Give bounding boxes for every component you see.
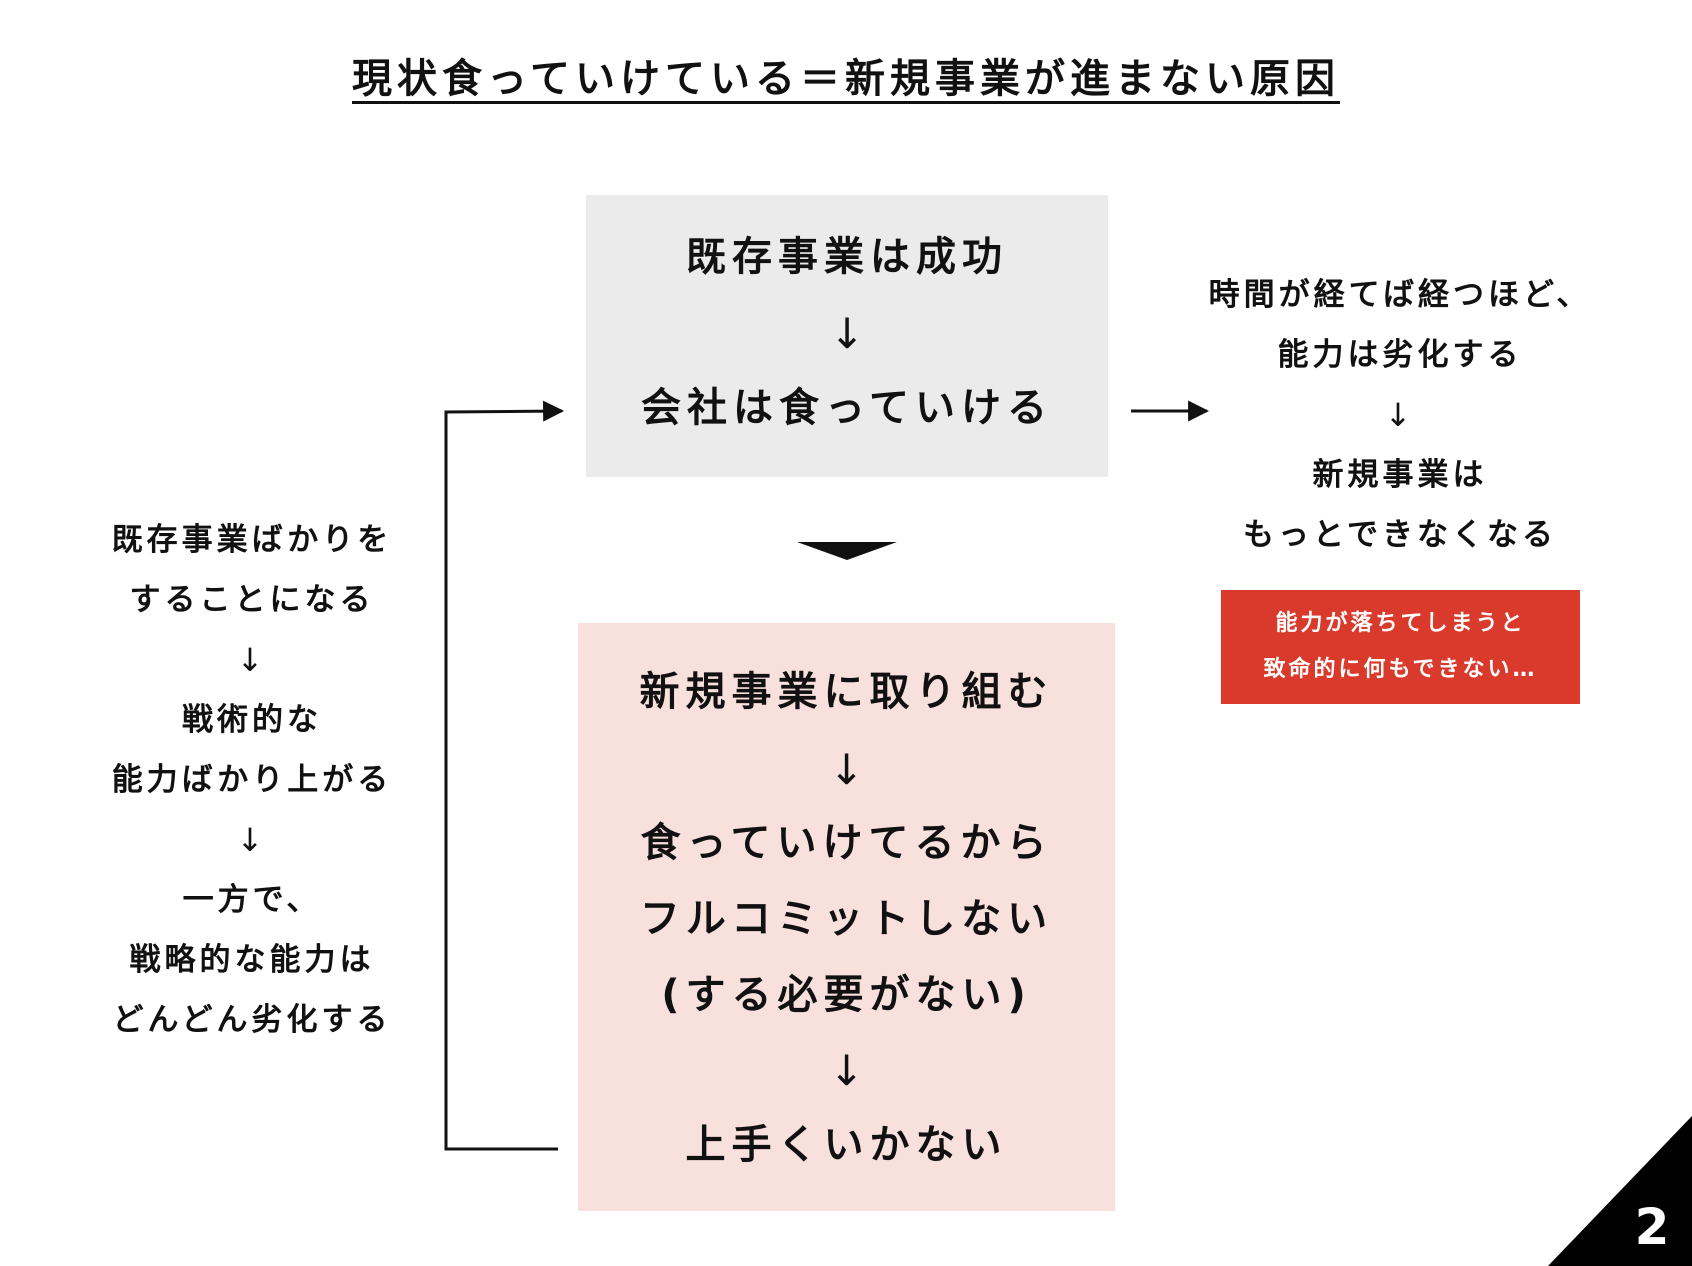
down-arrow-icon: ↓ xyxy=(828,745,865,794)
new-business-box-line-3: フルコミットしない xyxy=(639,896,1054,942)
new-business-box-line-5: 上手くいかない xyxy=(685,1122,1008,1168)
down-triangle-icon xyxy=(797,542,897,560)
feedback-loop-arrow xyxy=(444,400,565,1151)
left-explanation: 既存事業ばかりを することになる ↓ 戦術的な 能力ばかり上がる ↓ 一方で、 … xyxy=(52,510,452,1050)
down-arrow-icon: ↓ xyxy=(829,309,865,358)
down-arrow-icon: ↓ xyxy=(236,821,268,859)
page-number: 2 xyxy=(1634,1198,1670,1256)
left-text-line-3: 戦術的な xyxy=(182,702,322,738)
down-arrow-icon: ↓ xyxy=(1384,396,1416,434)
down-arrow-icon: ↓ xyxy=(236,641,268,679)
down-arrow-icon: ↓ xyxy=(828,1046,865,1095)
success-box-line-1: 既存事業は成功 xyxy=(686,234,1008,280)
warning-line-2: 致命的に何もできない… xyxy=(1263,657,1538,682)
left-text-line-6: 戦略的な能力は xyxy=(129,942,375,978)
slide-title: 現状食っていけている＝新規事業が進まない原因 xyxy=(0,52,1692,106)
new-business-box-line-1: 新規事業に取り組む xyxy=(639,669,1054,715)
right-text-line-4: もっとできなくなる xyxy=(1242,517,1558,553)
slide-title-text: 現状食っていけている＝新規事業が進まない原因 xyxy=(352,56,1340,102)
new-business-box-line-2: 食っていけてるから xyxy=(640,820,1053,866)
new-business-box: 新規事業に取り組む ↓ 食っていけてるから フルコミットしない (する必要がない… xyxy=(578,623,1115,1211)
left-text-line-5: 一方で、 xyxy=(182,882,322,918)
left-text-line-7: どんどん劣化する xyxy=(112,1002,392,1038)
left-text-line-1: 既存事業ばかりを xyxy=(111,522,393,558)
right-text-line-2: 能力は劣化する xyxy=(1277,337,1523,373)
right-text-line-1: 時間が経てば経つほど、 xyxy=(1208,277,1592,313)
success-box-line-2: 会社は食っていける xyxy=(641,385,1053,431)
left-text-line-4: 能力ばかり上がる xyxy=(111,762,393,798)
left-text-line-2: することになる xyxy=(129,582,375,618)
right-explanation: 時間が経てば経つほど、 能力は劣化する ↓ 新規事業は もっとできなくなる xyxy=(1160,265,1640,565)
success-box: 既存事業は成功 ↓ 会社は食っていける xyxy=(586,195,1108,477)
warning-line-1: 能力が落ちてしまうと xyxy=(1275,611,1526,636)
warning-callout: 能力が落ちてしまうと 致命的に何もできない… xyxy=(1221,590,1580,704)
right-text-line-3: 新規事業は xyxy=(1312,457,1488,493)
new-business-box-line-4: (する必要がない) xyxy=(661,972,1032,1018)
